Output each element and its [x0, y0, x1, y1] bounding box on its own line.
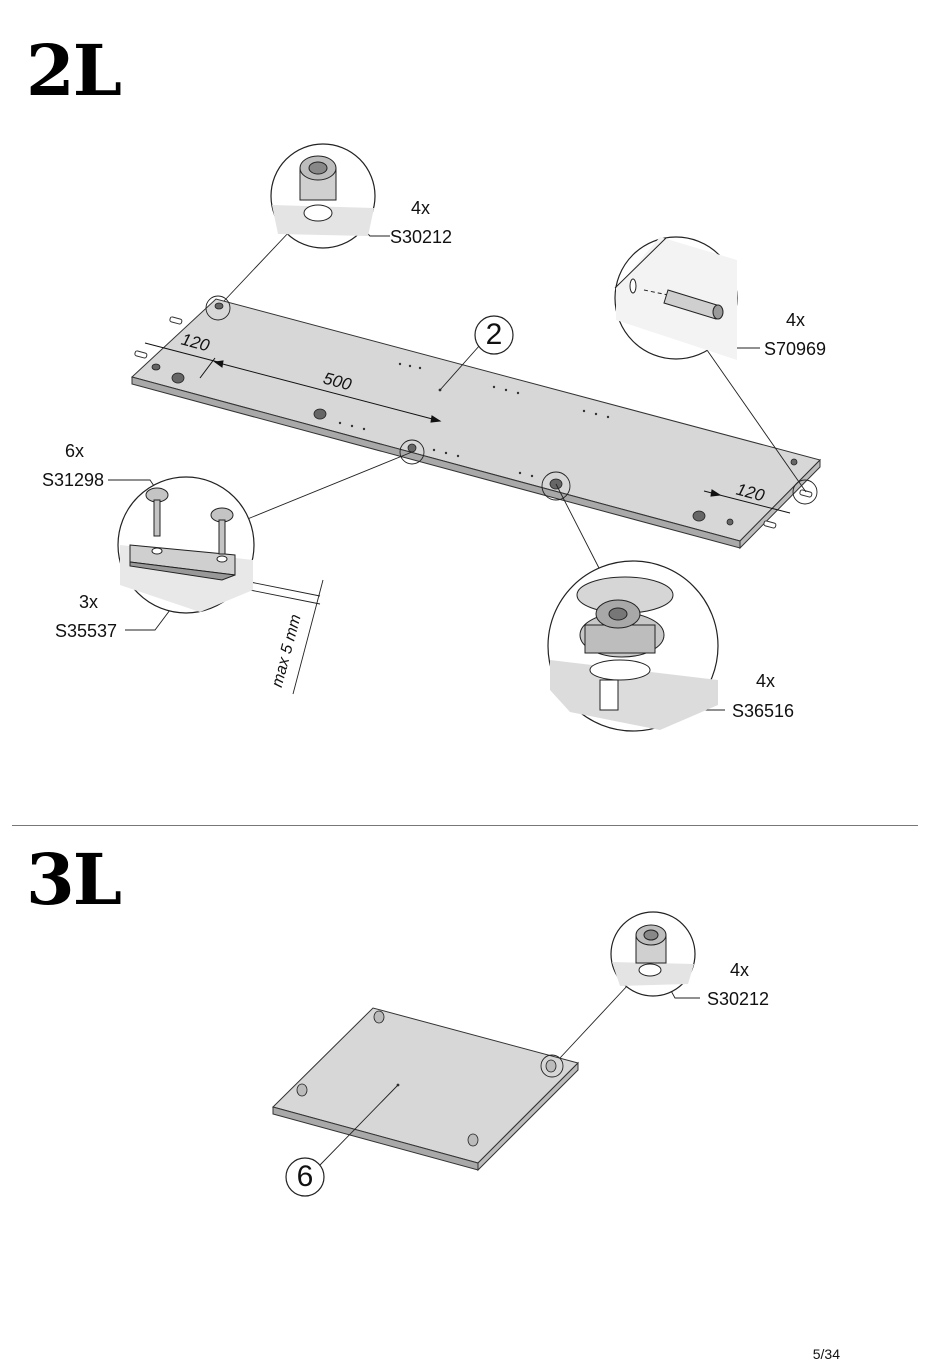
detail-screw-plate: [117, 476, 255, 614]
panel-number-6: 6: [296, 1160, 314, 1193]
screw-qty: 6x: [65, 441, 85, 461]
cam-top-3l-code: S30212: [707, 989, 770, 1009]
page-number: 5/34: [812, 1346, 840, 1362]
panel-number-circle-2: [474, 315, 514, 355]
dimension-lines: [144, 342, 791, 514]
detail-cam-top: [270, 143, 376, 249]
cam-top-3l-qty: 4x: [730, 960, 750, 980]
plate-qty: 3x: [79, 592, 99, 612]
dowel-qty: 4x: [786, 310, 806, 330]
detail-cam-lock: [547, 560, 719, 732]
dowel-code: S70969: [764, 339, 827, 359]
panel-2-board: [130, 298, 821, 550]
step-title-2l: 2L: [26, 29, 122, 112]
detail-dowel: [614, 236, 738, 360]
cam-top-qty: 4x: [411, 198, 431, 218]
section-divider: [12, 825, 918, 826]
detail-cam-top-3l: [610, 911, 696, 997]
panel-number-2: 2: [485, 318, 503, 351]
panel-number-circle-6: [285, 1157, 325, 1197]
panel-6-board: [272, 1007, 579, 1172]
cam-top-code: S30212: [390, 227, 453, 247]
screw-code: S31298: [42, 470, 105, 490]
cam-lock-qty: 4x: [756, 671, 776, 691]
cam-lock-code: S36516: [732, 701, 795, 721]
plate-code: S35537: [55, 621, 118, 641]
step-title-3l: 3L: [26, 838, 122, 921]
